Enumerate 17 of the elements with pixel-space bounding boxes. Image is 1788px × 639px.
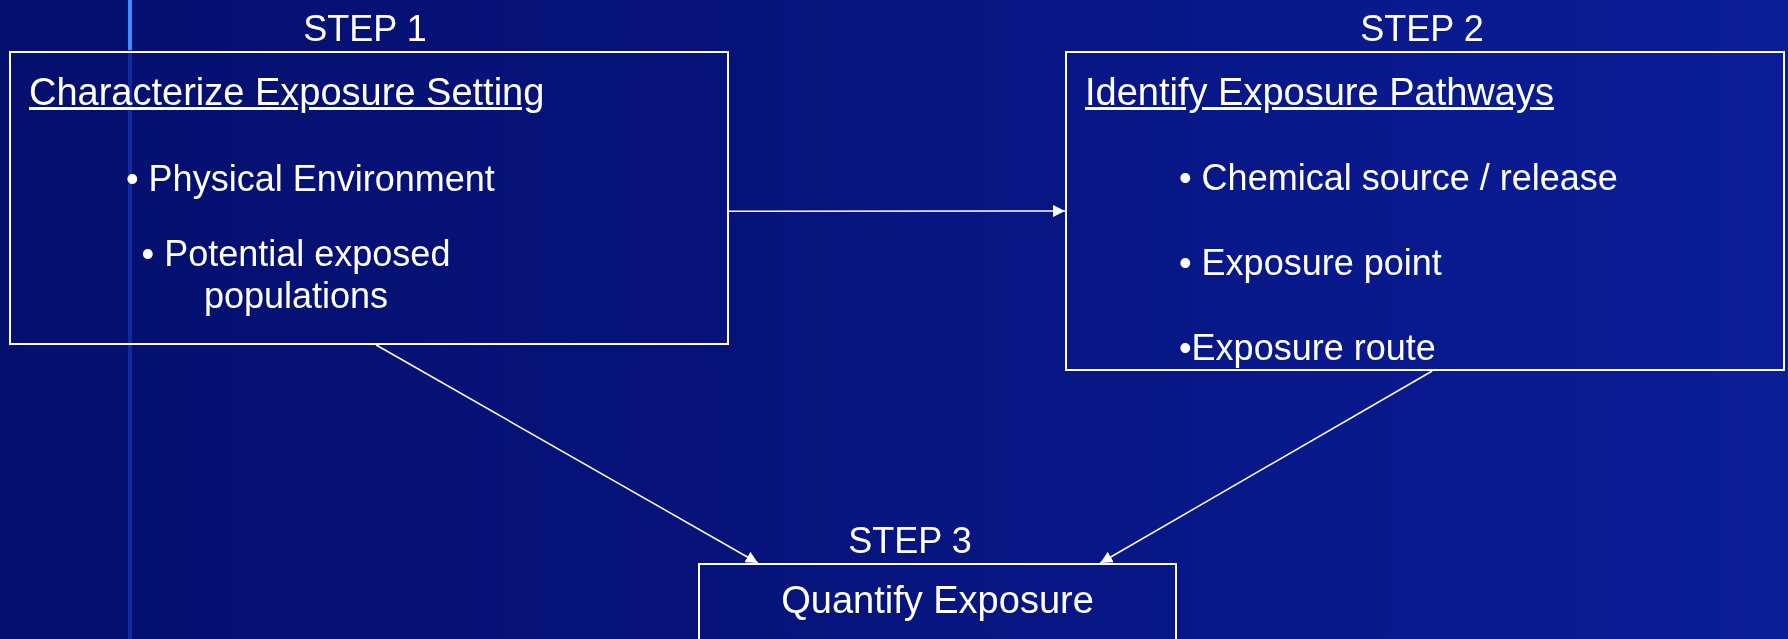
box-heading: Characterize Exposure Setting: [29, 73, 545, 111]
bullet-item: • Exposure point: [1179, 242, 1443, 284]
step-label: STEP 3: [848, 523, 972, 559]
box-heading: Quantify Exposure: [780, 581, 1095, 619]
bullet-item: • Potential exposed populations: [140, 233, 452, 317]
arrow: [728, 205, 1066, 217]
bullet-item: • Physical Environment: [126, 158, 496, 200]
arrow: [375, 344, 759, 564]
bullet-item: •Exposure route: [1179, 327, 1437, 369]
step-box: [1065, 51, 1785, 371]
step-box: [698, 563, 1177, 639]
bullet-item: • Chemical source / release: [1179, 157, 1619, 199]
box-heading: Identify Exposure Pathways: [1085, 73, 1554, 111]
step-box: [9, 51, 729, 345]
step-label: STEP 1: [303, 11, 427, 47]
arrow: [1099, 370, 1433, 564]
step-label: STEP 2: [1360, 11, 1484, 47]
